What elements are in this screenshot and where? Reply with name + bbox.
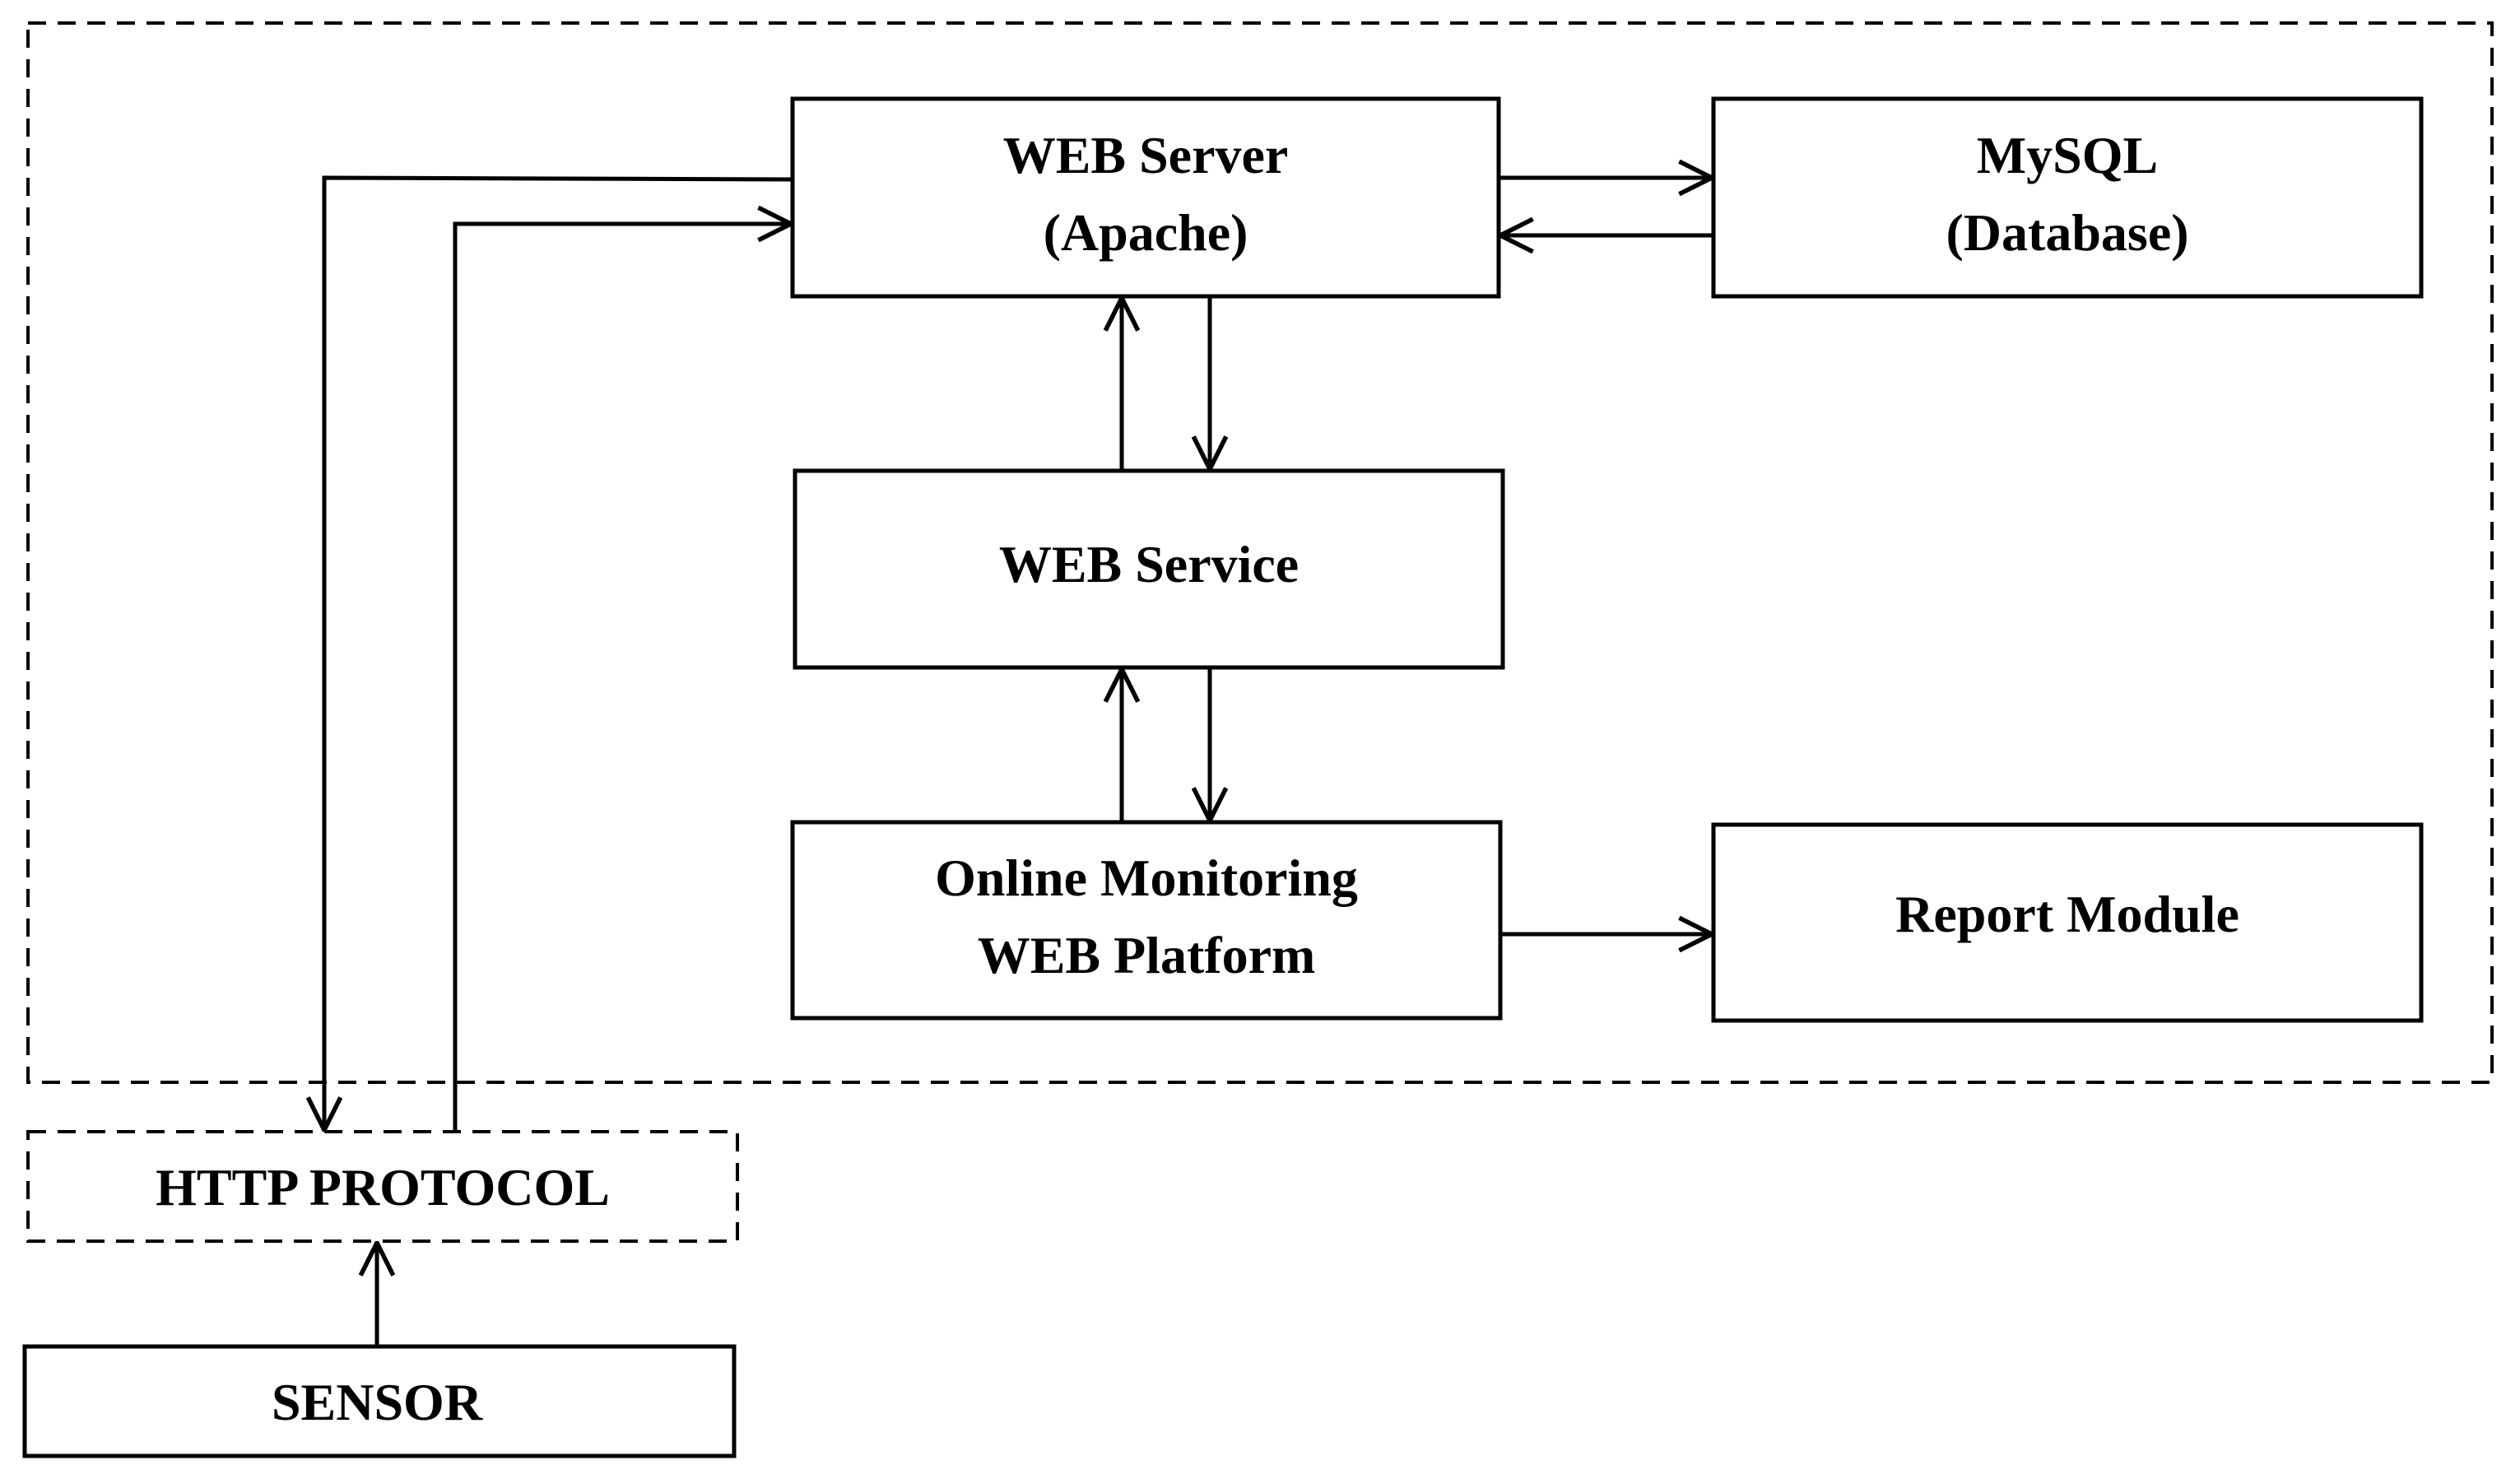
report-module-node: Report Module	[1711, 822, 2424, 1023]
sensor-label: SENSOR	[272, 1373, 483, 1431]
http-protocol-label: HTTP PROTOCOL	[156, 1158, 610, 1216]
web-server-title: WEB Server	[1003, 126, 1289, 184]
platform-title: Online Monitoring	[935, 849, 1358, 907]
web-server-node: WEB Server (Apache)	[790, 96, 1501, 299]
mysql-subtitle: (Database)	[1946, 203, 2188, 262]
platform-subtitle: WEB Platform	[978, 926, 1316, 984]
web-service-node: WEB Service	[793, 468, 1505, 670]
mysql-node: MySQL (Database)	[1711, 96, 2424, 299]
http-protocol-node: HTTP PROTOCOL	[26, 1130, 739, 1243]
platform-node: Online Monitoring WEB Platform	[790, 820, 1503, 1021]
arrow-webserver-to-http	[324, 175, 793, 1130]
mysql-title: MySQL	[1977, 126, 2158, 184]
arrow-http-to-webserver	[453, 224, 791, 1132]
report-module-label: Report Module	[1895, 885, 2239, 943]
sensor-node: SENSOR	[22, 1344, 737, 1458]
web-server-subtitle: (Apache)	[1044, 203, 1248, 262]
system-boundary	[26, 21, 2494, 1084]
web-service-label: WEB Service	[999, 535, 1299, 593]
